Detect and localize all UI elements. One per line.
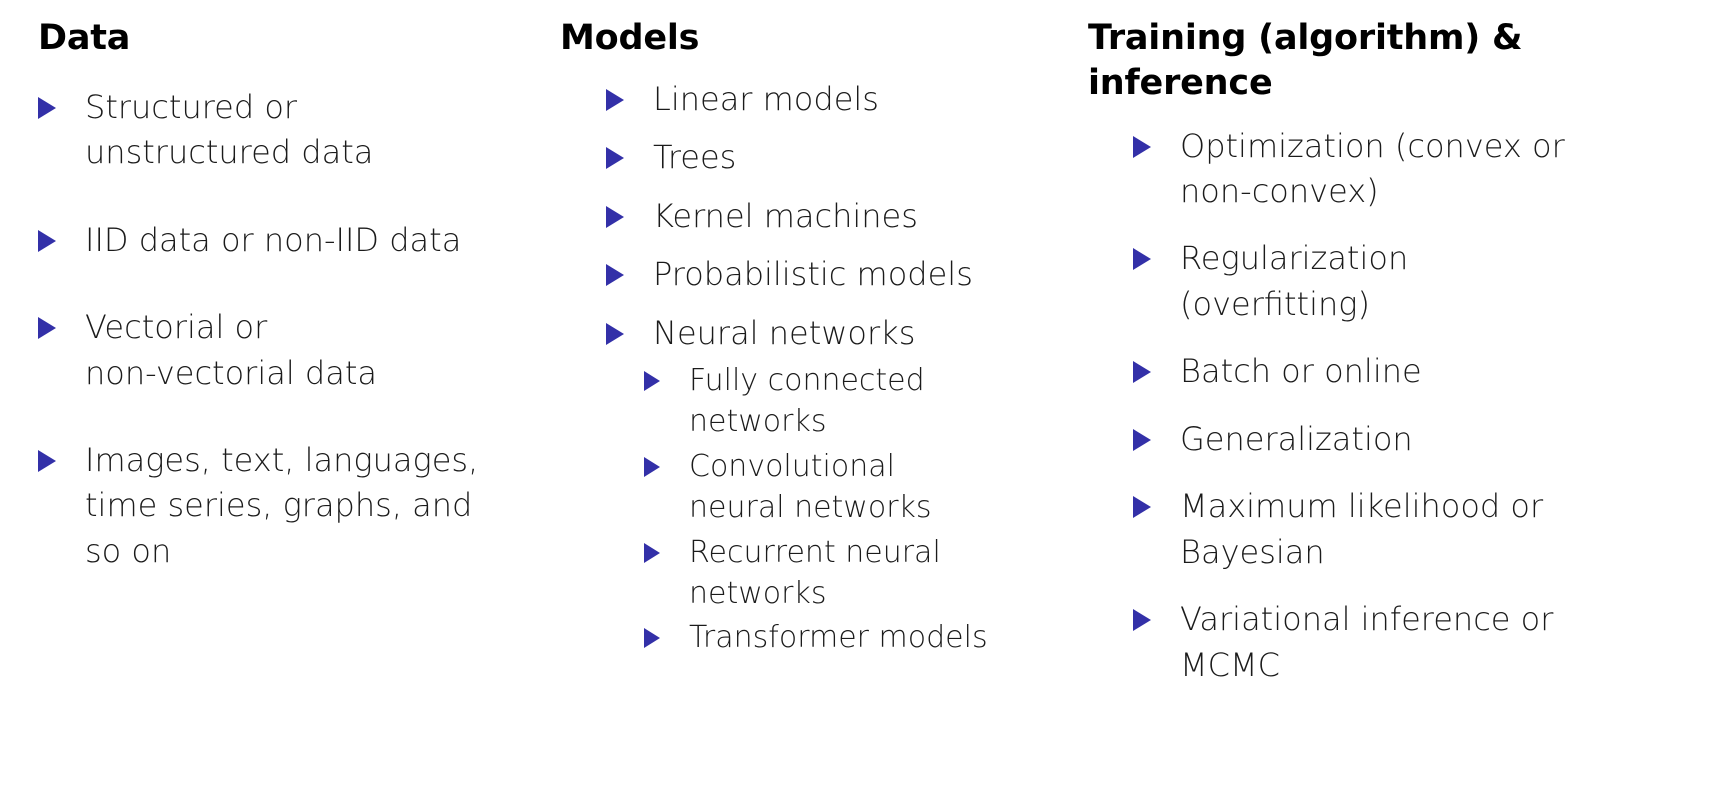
list-item-label: Linear models: [653, 79, 879, 118]
list-item-label: Probabilistic models: [653, 255, 973, 294]
list-item[interactable]: Structured or unstructured data: [38, 85, 560, 176]
list-item[interactable]: Variational inference or MCMC: [1133, 597, 1730, 688]
list-item-label: Kernel machines: [653, 196, 918, 235]
triangle-bullet-icon: [606, 264, 624, 287]
triangle-bullet-icon: [644, 628, 660, 649]
list-item[interactable]: Linear models: [606, 77, 1080, 122]
list-item[interactable]: Trees: [606, 135, 1080, 180]
triangle-bullet-icon: [644, 456, 660, 477]
list-item[interactable]: Kernel machines: [606, 194, 1080, 239]
list-item[interactable]: Neural networks: [606, 311, 1080, 356]
list-item-label: Regularization (overfitting): [1180, 239, 1409, 323]
column-heading-models: Models: [560, 18, 700, 58]
triangle-bullet-icon: [1133, 248, 1151, 271]
list-item-label: Structured or unstructured data: [85, 87, 374, 172]
list-item[interactable]: Images, text, languages, time series, gr…: [38, 438, 560, 574]
bullet-list-data: Structured or unstructured data IID data…: [38, 85, 560, 575]
triangle-bullet-icon: [1133, 135, 1151, 158]
list-item[interactable]: Regularization (overfitting): [1133, 236, 1730, 327]
triangle-bullet-icon: [38, 449, 56, 472]
triangle-bullet-icon: [38, 317, 56, 340]
list-item-label: Convolutional neural networks: [689, 448, 932, 526]
triangle-bullet-icon: [606, 88, 624, 111]
list-item[interactable]: Fully connected networks: [644, 360, 1080, 443]
list-item-label: Neural networks: [653, 313, 916, 352]
list-item[interactable]: Transformer models: [644, 617, 1080, 658]
list-item[interactable]: Probabilistic models: [606, 252, 1080, 297]
triangle-bullet-icon: [1133, 496, 1151, 519]
triangle-bullet-icon: [644, 542, 660, 563]
list-item-label: Vectorial or non-vectorial data: [85, 308, 377, 392]
list-item-label: Maximum likelihood or Bayesian: [1180, 487, 1544, 571]
list-item-label: Trees: [653, 138, 737, 177]
list-item[interactable]: Vectorial or non-vectorial data: [38, 305, 560, 396]
column-data: Data Structured or unstructured data IID…: [0, 16, 560, 616]
column-models: Models Linear models Trees Kernel machin…: [560, 16, 1080, 662]
list-item-label: Batch or online: [1180, 352, 1422, 391]
list-item-label: Images, text, languages, time series, gr…: [85, 440, 479, 570]
triangle-bullet-icon: [38, 229, 56, 252]
list-item-label: Generalization: [1180, 419, 1413, 458]
triangle-bullet-icon: [606, 205, 624, 228]
list-item[interactable]: Optimization (convex or non-convex): [1133, 124, 1730, 215]
list-item[interactable]: IID data or non-IID data: [38, 218, 560, 263]
triangle-bullet-icon: [606, 147, 624, 170]
column-training: Training (algorithm) & inference Optimiz…: [1080, 16, 1730, 710]
list-item[interactable]: Batch or online: [1133, 349, 1730, 394]
column-heading-data: Data: [38, 18, 131, 58]
list-item[interactable]: Recurrent neural networks: [644, 532, 1080, 615]
triangle-bullet-icon: [1133, 428, 1151, 451]
list-item[interactable]: Maximum likelihood or Bayesian: [1133, 484, 1730, 575]
triangle-bullet-icon: [606, 322, 624, 345]
list-item[interactable]: Convolutional neural networks: [644, 446, 1080, 529]
bullet-list-training: Optimization (convex or non-convex) Regu…: [1088, 124, 1730, 688]
list-item-label: Transformer models: [689, 620, 988, 656]
bullet-sublist-neural-networks: Fully connected networks Convolutional n…: [560, 360, 1080, 659]
list-item[interactable]: Generalization: [1133, 417, 1730, 462]
list-item-label: Fully connected networks: [689, 362, 925, 440]
triangle-bullet-icon: [38, 96, 56, 119]
list-item-label: Variational inference or MCMC: [1180, 600, 1554, 684]
bullet-list-models: Linear models Trees Kernel machines Prob…: [560, 77, 1080, 356]
list-item-label: Recurrent neural networks: [689, 534, 941, 611]
column-heading-training: Training (algorithm) & inference: [1088, 18, 1523, 103]
triangle-bullet-icon: [644, 370, 660, 391]
triangle-bullet-icon: [1133, 609, 1151, 632]
list-item-label: IID data or non-IID data: [85, 220, 462, 259]
list-item-label: Optimization (convex or non-convex): [1180, 126, 1565, 211]
triangle-bullet-icon: [1133, 361, 1151, 384]
